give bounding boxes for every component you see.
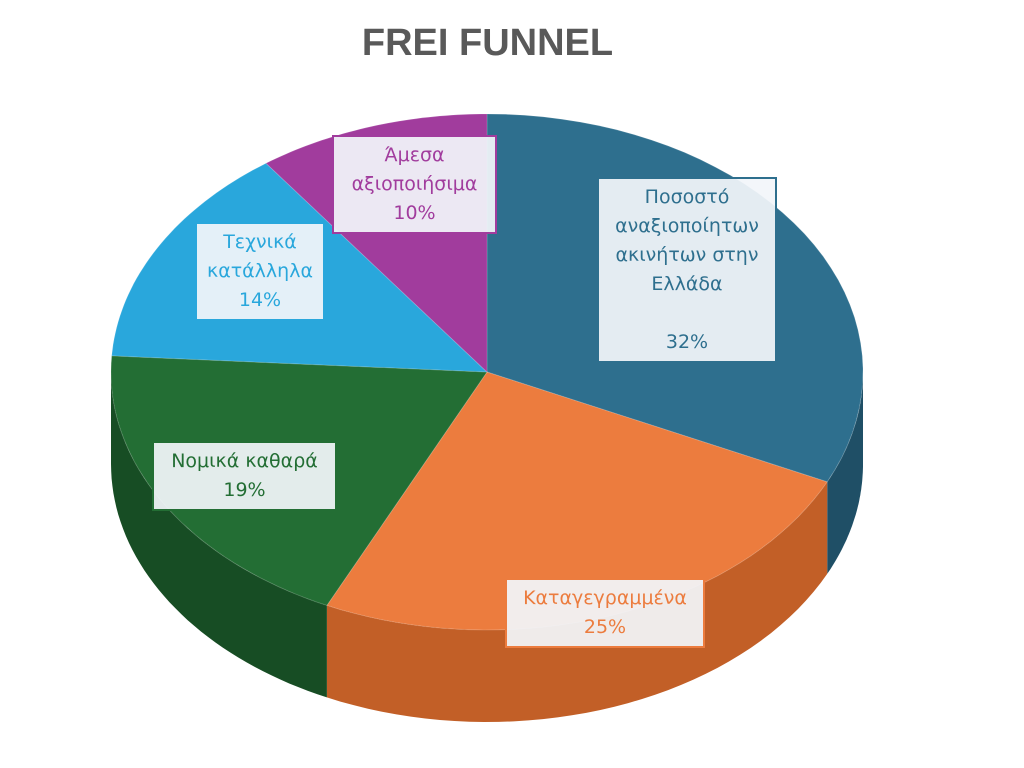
- data-label: Άμεσα αξιοποιήσιμα 10%: [332, 135, 497, 234]
- pie-slice-side: [827, 372, 863, 574]
- label-text: αναξιοποίητων: [615, 215, 759, 237]
- label-text: ακινήτων στην: [615, 244, 759, 266]
- label-text: κατάλληλα: [207, 260, 313, 282]
- label-text: Άμεσα: [384, 144, 445, 166]
- chart-title: FREI FUNNEL: [361, 22, 614, 64]
- label-text: Νομικά καθαρά: [171, 450, 318, 472]
- pie-slice-side: [111, 372, 327, 698]
- pie-slice-side: [326, 481, 828, 722]
- label-text: Τεχνικά: [223, 231, 297, 253]
- label-text: Ποσοστό: [644, 186, 730, 208]
- label-percent: 32%: [665, 331, 709, 353]
- label-percent: 10%: [393, 202, 436, 224]
- label-text: [605, 299, 769, 328]
- data-label: Νομικά καθαρά 19%: [152, 441, 337, 511]
- label-text: Ελλάδα: [651, 273, 723, 295]
- label-percent: 14%: [238, 289, 282, 311]
- label-percent: 19%: [223, 479, 266, 501]
- label-text: αξιοποιήσιμα: [351, 173, 478, 195]
- data-label: Τεχνικά κατάλληλα 14%: [195, 222, 325, 321]
- data-label: Καταγεγραμμένα 25%: [505, 578, 705, 648]
- label-percent: 25%: [583, 616, 627, 638]
- label-text: Καταγεγραμμένα: [523, 587, 687, 609]
